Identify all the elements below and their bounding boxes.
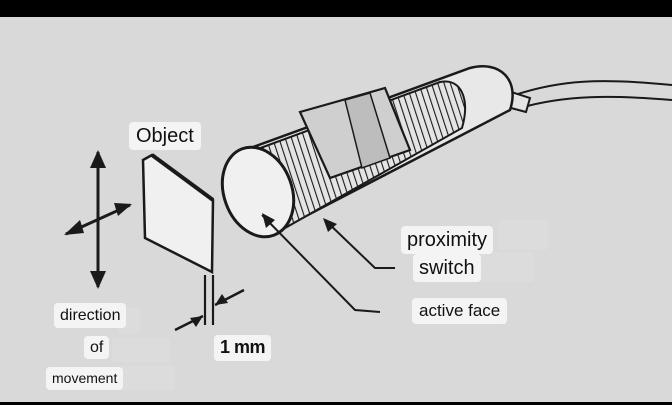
movement-arrow-left-head xyxy=(64,220,84,235)
gap-label: 1 mm xyxy=(214,335,272,361)
label-backdrop xyxy=(112,338,170,362)
movement-label: movement xyxy=(46,367,124,390)
label-backdrop xyxy=(498,220,548,250)
label-backdrop xyxy=(470,252,534,282)
switch-label: switch xyxy=(413,254,481,282)
direction-label: direction xyxy=(54,303,127,329)
active-face-label: active face xyxy=(412,298,508,325)
object-plate xyxy=(141,153,215,275)
cable xyxy=(514,80,672,96)
cable-inner xyxy=(519,95,672,109)
gap-arrow-left-head xyxy=(190,316,203,327)
of-label: of xyxy=(84,336,110,360)
movement-arrow-up-head xyxy=(90,150,106,168)
label-backdrop xyxy=(120,366,175,390)
movement-arrow-down-head xyxy=(90,271,106,289)
leader-proximity-head xyxy=(323,218,337,232)
proximity-label: proximity xyxy=(401,226,494,254)
leader-active-face xyxy=(261,214,381,313)
leader-proximity xyxy=(324,219,395,269)
gap-arrow-right-head xyxy=(215,294,228,305)
movement-arrow-right-head xyxy=(114,203,132,216)
sensor-nut-face xyxy=(344,92,391,169)
object-plate-edge xyxy=(150,153,215,202)
leader-active-face-head xyxy=(262,213,275,228)
active-face xyxy=(220,145,296,239)
diagram-panel xyxy=(0,17,672,402)
object-label: Object xyxy=(129,122,201,150)
